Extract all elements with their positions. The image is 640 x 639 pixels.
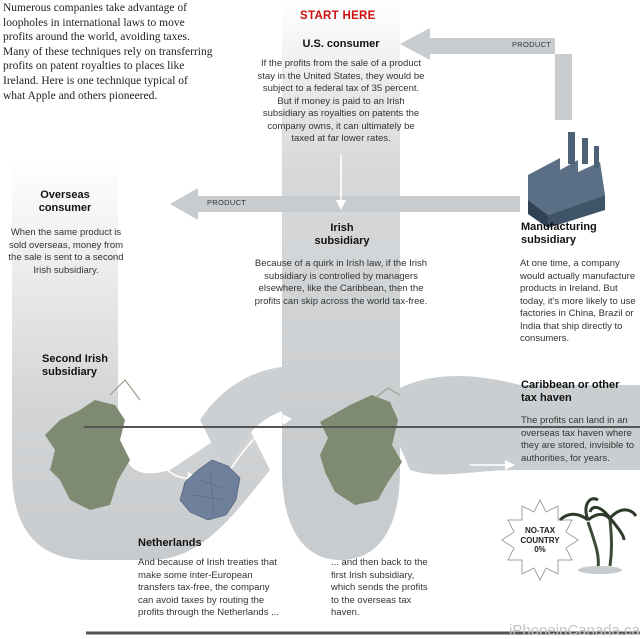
product-arrow-mid	[170, 188, 520, 220]
flow-arrowhead-from-netherlands	[282, 414, 292, 425]
flow-arrow-from-netherlands	[229, 419, 286, 471]
us-consumer-title: U.S. consumer	[302, 38, 380, 50]
manufacturing-subsidiary-text: At one time, a company would actually ma…	[520, 258, 636, 344]
netherlands-map	[179, 459, 241, 521]
caribbean-title: Caribbean or other tax haven	[521, 379, 620, 404]
product-label-top: PRODUCT	[512, 40, 552, 49]
badge-line-2: COUNTRY	[520, 535, 560, 545]
overseas-consumer-title: Overseas consumer	[38, 189, 92, 214]
product-label-mid: PRODUCT	[207, 198, 247, 207]
flow-arrowhead-caribbean	[505, 460, 515, 470]
product-arrow-top	[400, 28, 572, 120]
badge-line-1: NO-TAX	[524, 526, 556, 535]
uk-outline-left	[109, 379, 141, 401]
no-tax-badge: NO-TAX COUNTRY 0%	[512, 526, 568, 555]
intro-paragraph: Numerous companies take advantage of loo…	[3, 2, 213, 102]
factory-icon	[528, 132, 605, 228]
watermark: iPhoneinCanada.ca	[509, 622, 640, 639]
palm-tree-icon	[558, 497, 638, 574]
us-consumer-text: If the profits from the sale of a produc…	[257, 58, 425, 144]
second-irish-subsidiary-title: Second Irish subsidiary	[42, 353, 109, 378]
flow-band-to-caribbean	[380, 375, 640, 475]
uk-outline-center	[374, 387, 401, 399]
badge-line-3: 0%	[534, 545, 546, 554]
no-tax-badge-burst	[501, 498, 579, 582]
flow-arrowhead-center	[336, 200, 346, 210]
caribbean-text: The profits can land in an overseas tax …	[521, 415, 635, 464]
netherlands-borders	[191, 469, 227, 516]
irish-subsidiary-text: Because of a quirk in Irish law, if the …	[254, 258, 428, 307]
overseas-consumer-text: When the same product is sold overseas, …	[8, 227, 124, 276]
ireland-map-center	[320, 395, 402, 505]
flow-arrow-to-netherlands	[149, 449, 193, 479]
start-here-label: START HERE	[300, 10, 376, 22]
back-to-first-text: ... and then back to the first Irish sub…	[331, 557, 428, 618]
irish-subsidiary-title: Irish subsidiary	[314, 222, 370, 247]
flow-band-center-column	[282, 0, 400, 470]
netherlands-text: And because of Irish treaties that make …	[138, 557, 279, 618]
netherlands-title: Netherlands	[138, 537, 202, 549]
manufacturing-subsidiary-title: Manufacturing subsidiary	[521, 221, 597, 246]
